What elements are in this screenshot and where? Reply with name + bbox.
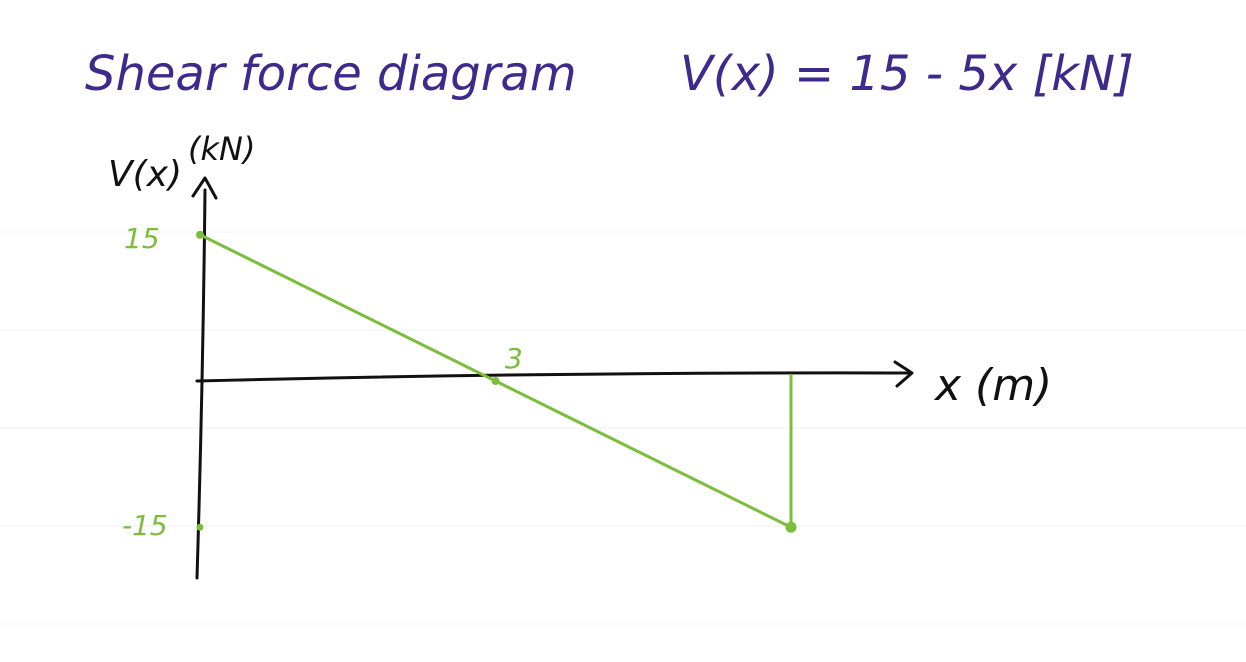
- page-title: Shear force diagram: [85, 46, 577, 102]
- data-point: [491, 377, 500, 385]
- x-intercept-label: 3: [505, 342, 523, 375]
- x-axis: [195, 371, 912, 383]
- y-value-label-bottom: -15: [122, 509, 168, 542]
- y-value-label-top: 15: [124, 222, 160, 255]
- y-tick-point: [196, 523, 204, 531]
- y-axis-label: V(x): [108, 154, 182, 195]
- equation: V(x) = 15 - 5x [kN]: [680, 46, 1134, 102]
- axes: [191, 176, 914, 580]
- y-axis: [195, 188, 207, 580]
- data-point: [196, 230, 204, 239]
- x-axis-label: x (m): [933, 360, 1052, 411]
- x-axis-arrowhead: [893, 360, 914, 388]
- plot-area: [196, 230, 797, 533]
- data-point: [785, 521, 797, 533]
- guide-lines: [0, 231, 1246, 625]
- y-axis-arrowhead: [191, 176, 218, 200]
- y-axis-unit: (kN): [188, 130, 255, 168]
